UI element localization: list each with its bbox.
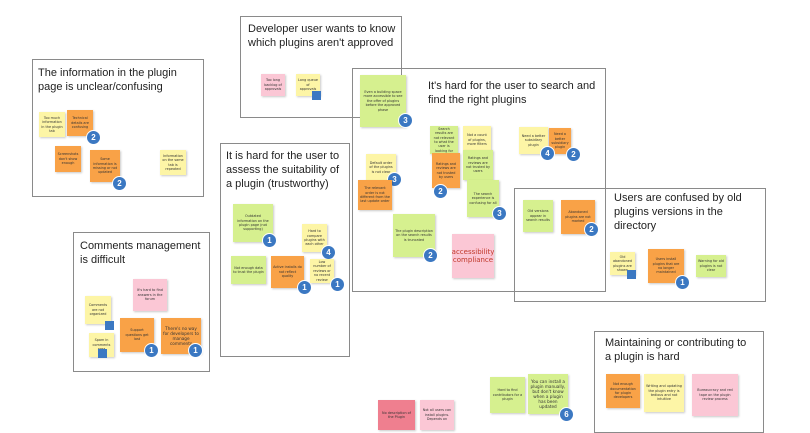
vote-count-badge: 1: [262, 233, 277, 248]
sticky-note[interactable]: Bureaucracy and red tape on the plugin r…: [692, 374, 738, 416]
sticky-note[interactable]: Low number of reviews or no recent revie…: [310, 259, 334, 283]
group-title: Maintaining or contributing to a plugin …: [605, 337, 747, 363]
sticky-note[interactable]: Old versions appear in search results: [523, 200, 553, 232]
group-old-versions[interactable]: [514, 188, 766, 302]
sticky-note[interactable]: No description of the Plugin: [378, 400, 415, 430]
author-marker-icon: [98, 349, 107, 358]
sticky-note[interactable]: Need a better subsidiary plugin: [549, 128, 571, 154]
group-title: It is hard for the user to assess the su…: [226, 150, 340, 190]
group-title: It's hard for the user to search and fin…: [428, 80, 596, 106]
vote-count-badge: 3: [492, 206, 507, 221]
sticky-note[interactable]: Information on the same tab is repeated: [160, 150, 186, 175]
sticky-note[interactable]: The relevant order is not different from…: [358, 180, 392, 210]
group-suitability[interactable]: [220, 143, 350, 357]
group-comments[interactable]: [73, 232, 210, 372]
vote-count-badge: 1: [188, 343, 203, 358]
sticky-note[interactable]: accessibility compliance: [452, 234, 494, 278]
group-title: Comments management is difficult: [80, 240, 201, 266]
vote-count-badge: 1: [675, 275, 690, 290]
sticky-note[interactable]: Not enough data to trust the plugin: [231, 256, 266, 284]
group-title: Developer user wants to know which plugi…: [248, 23, 396, 49]
sticky-note[interactable]: Writing and updating the plugin entry is…: [644, 374, 684, 412]
sticky-note[interactable]: Not a count of plugins, more filters: [463, 126, 491, 154]
sticky-note[interactable]: Users install plugins that are no longer…: [648, 249, 684, 283]
group-search[interactable]: [352, 68, 606, 292]
group-plugin-info[interactable]: [32, 59, 204, 197]
sticky-note[interactable]: Search results are not relevant to what …: [430, 126, 458, 154]
sticky-note[interactable]: Comments are not organized: [85, 296, 111, 324]
author-marker-icon: [105, 321, 114, 330]
vote-count-badge: 2: [112, 176, 127, 191]
sticky-note[interactable]: Long queue of approvals: [296, 74, 320, 96]
sticky-note[interactable]: Hard to compare plugins with each other: [302, 224, 327, 252]
author-marker-icon: [627, 270, 636, 279]
group-title: The information in the plugin page is un…: [38, 67, 177, 93]
vote-count-badge: 1: [297, 280, 312, 295]
sticky-note[interactable]: Too much information in the plugin tab: [39, 112, 65, 137]
sticky-note[interactable]: Not all users can install plugins. Depen…: [420, 400, 454, 430]
sticky-note[interactable]: Old abandoned plugins are shown: [610, 252, 635, 275]
vote-count-badge: 1: [330, 277, 345, 292]
vote-count-badge: 2: [566, 147, 581, 162]
vote-count-badge: 1: [144, 343, 159, 358]
sticky-note[interactable]: Warning for old plugins is not clear: [696, 255, 726, 277]
vote-count-badge: 2: [433, 184, 448, 199]
sticky-note[interactable]: Screenshots don't show enough: [55, 146, 81, 172]
vote-count-badge: 2: [86, 130, 101, 145]
author-marker-icon: [312, 91, 321, 100]
sticky-note[interactable]: Too long backlog of approvals: [261, 74, 285, 96]
sticky-note[interactable]: Hard to find contributors for a plugin: [490, 377, 525, 413]
sticky-note[interactable]: The search experience is confusing for a…: [467, 180, 499, 217]
group-title: Users are confused by old plugins versio…: [614, 192, 742, 232]
vote-count-badge: 6: [559, 407, 574, 422]
sticky-note[interactable]: Ratings and reviews are not trusted by u…: [432, 153, 460, 188]
sticky-note[interactable]: It's hard to find answers in the forum: [133, 279, 167, 311]
sticky-note[interactable]: Need a better subsidiary plugin: [519, 127, 548, 154]
vote-count-badge: 4: [321, 245, 336, 260]
vote-count-badge: 2: [584, 222, 599, 237]
vote-count-badge: 3: [398, 113, 413, 128]
vote-count-badge: 4: [540, 146, 555, 161]
vote-count-badge: 2: [423, 248, 438, 263]
sticky-note[interactable]: Not enough documentation for plugin deve…: [606, 374, 640, 408]
sticky-note[interactable]: You can install a plugin manually, but d…: [528, 374, 568, 414]
sticky-note[interactable]: The plugin description on the search res…: [393, 214, 435, 257]
group-developer-approval[interactable]: [240, 16, 402, 118]
sticky-note[interactable]: Ratings and reviews are not trusted by u…: [463, 150, 493, 180]
